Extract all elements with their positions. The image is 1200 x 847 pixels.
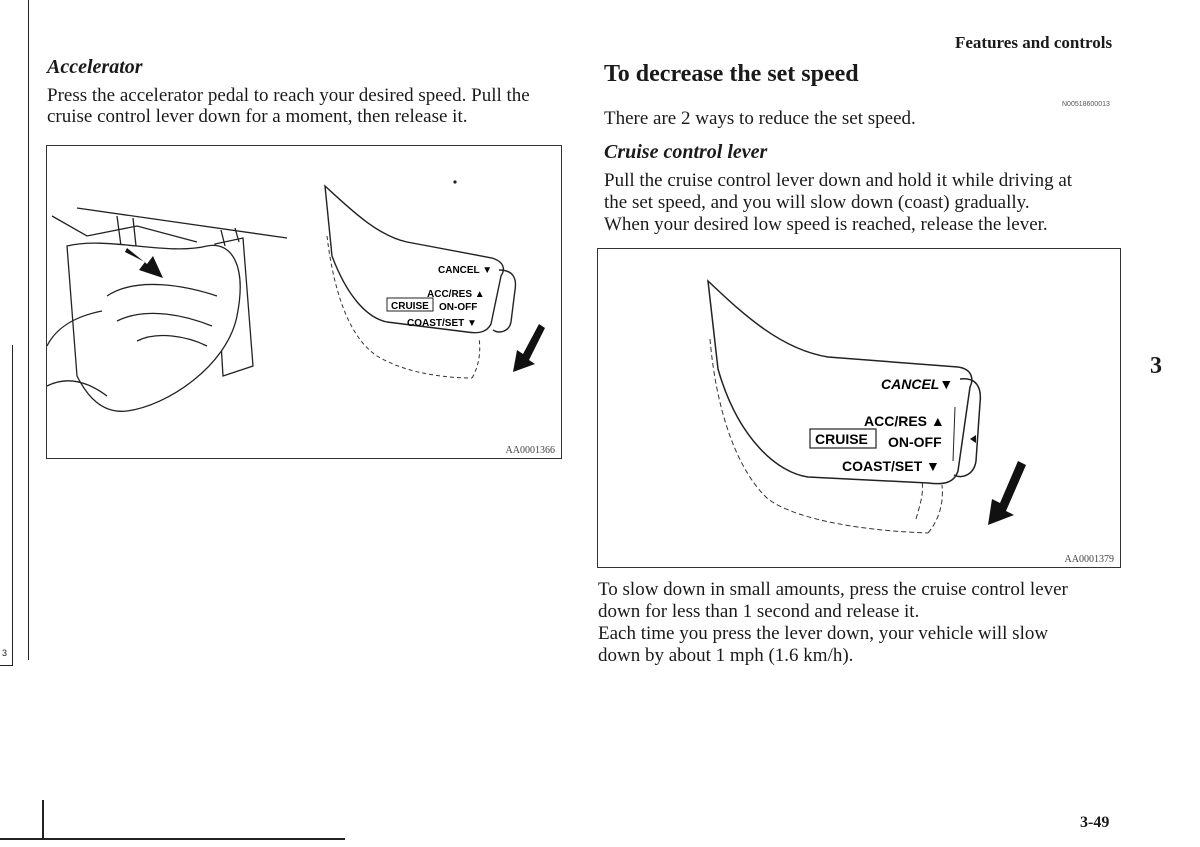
accelerator-text-line1: Press the accelerator pedal to reach you…	[47, 85, 530, 106]
cruise-lever-heading: Cruise control lever	[604, 141, 768, 163]
cruise-lever-illustration: CANCEL▼ ACC/RES ▲ CRUISE ON-OFF COAST/SE…	[707, 279, 1026, 534]
figure-code-left: AA0001366	[505, 445, 555, 456]
para2-line2: down for less than 1 second and release …	[598, 601, 920, 622]
para2-line3: Each time you press the lever down, your…	[598, 623, 1049, 644]
lever-label-coast-set: COAST/SET ▼	[407, 318, 477, 329]
bottom-gutter-tick	[42, 800, 44, 840]
lever-label-cancel: CANCEL ▼	[438, 265, 492, 276]
accelerator-illustration: CANCEL ▼ ACC/RES ▲ CRUISE ON-OFF COAST/S…	[47, 180, 545, 412]
intro-text: There are 2 ways to reduce the set speed…	[604, 108, 916, 129]
left-margin-rule	[28, 0, 29, 660]
lever-label-on-off: ON-OFF	[888, 434, 942, 450]
left-page-tab-number: 3	[2, 648, 8, 658]
accelerator-heading: Accelerator	[47, 56, 143, 78]
page-title: To decrease the set speed	[604, 61, 859, 87]
lever-label-acc-res: ACC/RES ▲	[864, 413, 945, 429]
lever-label-cruise: CRUISE	[815, 431, 868, 447]
lever-label-coast-set: COAST/SET ▼	[842, 458, 940, 474]
lever-label-on-off: ON-OFF	[439, 302, 477, 313]
lever-label-cruise: CRUISE	[391, 301, 429, 312]
lever-label-cancel: CANCEL▼	[881, 376, 953, 392]
reference-code: N00518600013	[1062, 101, 1110, 108]
lever-label-acc-res: ACC/RES ▲	[427, 289, 485, 300]
figure-code-right: AA0001379	[1064, 554, 1114, 565]
down-arrow-icon	[988, 461, 1026, 525]
page-number: 3-49	[1080, 814, 1110, 831]
bottom-gutter-rule	[0, 838, 345, 840]
accelerator-text-line2: cruise control lever down for a moment, …	[47, 106, 468, 127]
press-arrow-icon	[125, 248, 163, 278]
down-arrow-icon	[513, 324, 545, 372]
accelerator-figure: CANCEL ▼ ACC/RES ▲ CRUISE ON-OFF COAST/S…	[46, 145, 562, 459]
section-header: Features and controls	[955, 33, 1113, 52]
para1-line1: Pull the cruise control lever down and h…	[604, 170, 1073, 191]
chapter-tab-number: 3	[1150, 353, 1162, 379]
cruise-lever-figure: CANCEL▼ ACC/RES ▲ CRUISE ON-OFF COAST/SE…	[597, 248, 1121, 568]
para2-line1: To slow down in small amounts, press the…	[598, 579, 1068, 600]
left-tab-bracket	[0, 345, 13, 666]
para1-line3: When your desired low speed is reached, …	[604, 214, 1048, 235]
para2-line4: down by about 1 mph (1.6 km/h).	[598, 645, 854, 666]
para1-line2: the set speed, and you will slow down (c…	[604, 192, 1030, 213]
